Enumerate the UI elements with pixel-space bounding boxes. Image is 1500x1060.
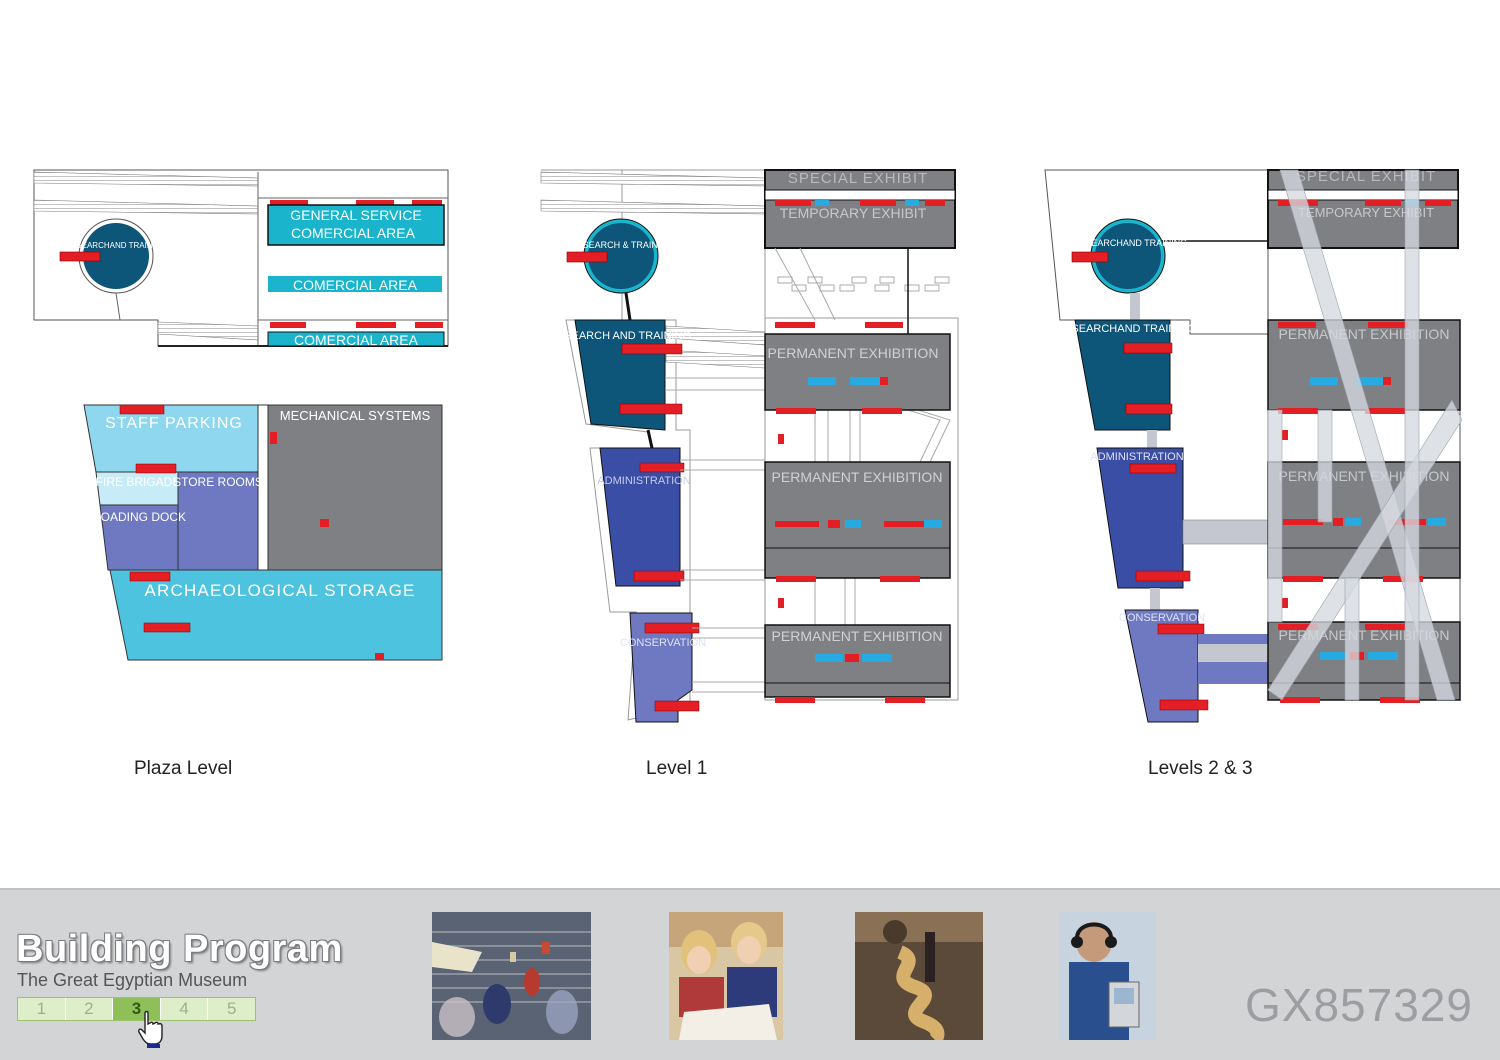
plaza-level-caption: Plaza Level: [134, 758, 232, 779]
level1-permanent-label-2: PERMANENT EXHIBITION: [772, 469, 943, 485]
level-1-plan: SPECIAL EXHIBIT TEMPORARY EXHIBIT RESEAR…: [540, 169, 959, 723]
levels-2-3-plan: SPECIAL EXHIBIT TEMPORARY EXHIBIT RESEAR…: [1044, 168, 1463, 723]
plaza-general-service-label: GENERAL SERVICE: [290, 207, 422, 223]
plaza-research-label: RESEARCHAND TRAINING: [65, 241, 167, 250]
plaza-research-circle: [83, 223, 149, 289]
level23-ramps: [1267, 169, 1463, 701]
level1-research-circle: [588, 223, 654, 289]
plaza-loading-dock-label: LOADING DOCK: [94, 510, 186, 524]
footer-bar: Building Program The Great Egyptian Muse…: [0, 888, 1500, 1060]
page-button-2[interactable]: 2: [66, 998, 114, 1020]
photo-museum-steps: [432, 912, 591, 1040]
plaza-comercial-label-3: COMERCIAL AREA: [294, 332, 419, 348]
level1-conservation-label: CONSERVATION: [620, 637, 706, 649]
levels-2-3-caption: Levels 2 & 3: [1148, 758, 1253, 779]
level1-permanent-label-1: PERMANENT EXHIBITION: [768, 345, 939, 361]
plaza-staff-parking-label: STAFF PARKING: [105, 415, 243, 432]
page-navigation: 1 2 3 4 5: [17, 997, 256, 1021]
level1-stairs-1: [540, 171, 766, 187]
level23-conservation-label: CONSERVATION: [1119, 612, 1205, 624]
plaza-archaeological-storage: [109, 569, 443, 661]
plaza-fire-brigade-label: FIRE BRIGADE: [96, 475, 181, 489]
level23-administration: [1096, 447, 1184, 589]
level23-permanent-label-1: PERMANENT EXHIBITION: [1279, 326, 1450, 342]
page-button-5[interactable]: 5: [226, 999, 237, 1018]
plaza-general-service-band: [267, 204, 445, 246]
level1-administration: [599, 447, 681, 587]
level1-permanent-1: [764, 333, 951, 411]
level-1-caption: Level 1: [646, 758, 707, 779]
level1-administration-label: ADMINISTRATION: [597, 475, 690, 487]
level23-conservation: [1124, 609, 1199, 723]
level23-bridge-1: [1182, 519, 1282, 545]
level23-administration-label: ADMINISTRATION: [1090, 451, 1183, 463]
plaza-mechanical: [267, 404, 443, 571]
photo-audio-guide-visitor: [1059, 912, 1156, 1040]
level23-research-circle-label: RESEARCHAND TRAINING: [1073, 238, 1187, 248]
level23-research-circle: [1095, 223, 1161, 289]
plaza-level-plan: RESEARCHAND TRAINING GENERAL SERVICE COM…: [33, 169, 449, 661]
level23-temporary-label: TEMPORARY EXHIBIT: [1298, 205, 1434, 220]
level1-special-exhibit: [764, 169, 956, 249]
footer-title: Building Program: [16, 928, 343, 970]
plaza-mechanical-label: MECHANICAL SYSTEMS: [280, 408, 431, 423]
watermark-id: GX857329: [1245, 979, 1473, 1031]
page-button-1[interactable]: 1: [18, 998, 66, 1020]
plaza-comercial-label-1: COMERCIAL AREA: [291, 225, 416, 241]
photo-exhibit-gallery: [855, 912, 983, 1040]
level1-research-label: RESEARCH AND TRAINING: [549, 330, 691, 342]
plaza-archaeological-label: ARCHAEOLOGICAL STORAGE: [144, 581, 415, 600]
plaza-store-rooms: [177, 471, 259, 571]
level1-research-circle-label: RESEARCH & TRAINING: [570, 240, 674, 250]
level1-stairs-2: [540, 199, 766, 215]
footer-subtitle: The Great Egyptian Museum: [17, 970, 248, 990]
level1-temporary-label: TEMPORARY EXHIBIT: [780, 205, 927, 221]
plaza-store-rooms-label: STORE ROOMS: [173, 475, 263, 489]
level1-seating: [777, 276, 950, 292]
page-button-3[interactable]: 3: [113, 998, 161, 1020]
level23-special-label: SPECIAL EXHIBIT: [1296, 168, 1436, 185]
level1-special-label: SPECIAL EXHIBIT: [788, 170, 928, 187]
hand-cursor-icon: [138, 1010, 163, 1048]
page-button-4[interactable]: 4: [161, 998, 209, 1020]
level23-research-label: RESEARCHAND TRAINING: [1056, 323, 1196, 335]
plaza-comercial-label-2: COMERCIAL AREA: [293, 277, 418, 293]
plaza-comercial-band-2: [268, 276, 442, 292]
photo-children-reading: [669, 912, 783, 1040]
building-program-plans: RESEARCHAND TRAINING GENERAL SERVICE COM…: [33, 168, 1463, 779]
level1-permanent-label-3: PERMANENT EXHIBITION: [772, 628, 943, 644]
level1-conservation: [629, 612, 693, 723]
plaza-comercial-band-3: [267, 331, 445, 347]
